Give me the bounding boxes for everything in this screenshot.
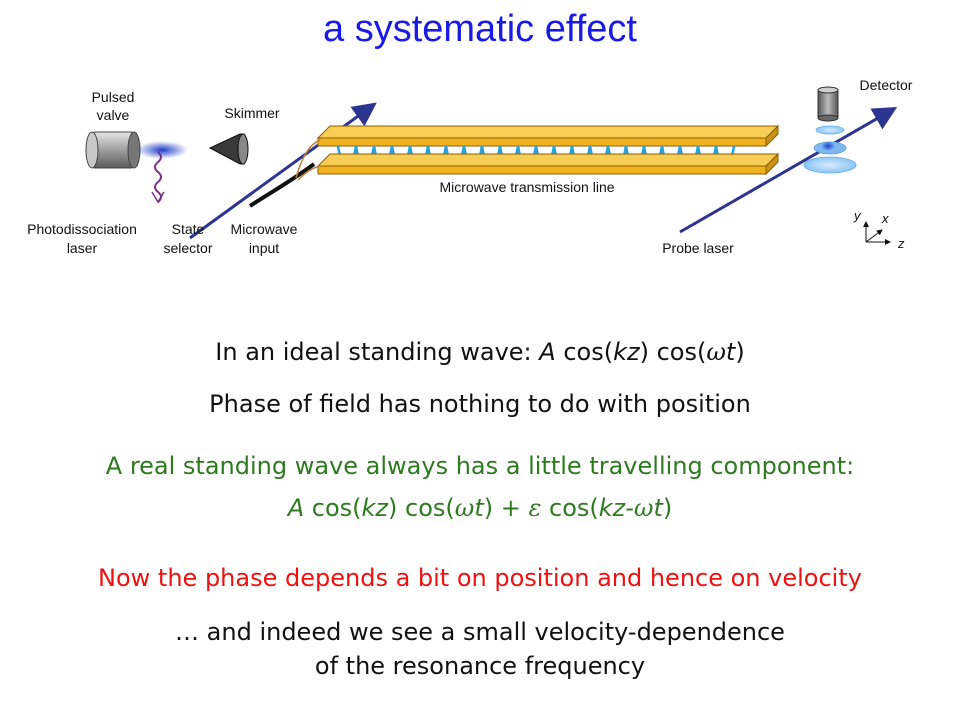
pulsed-valve [85,131,141,169]
label-selector: selector [163,240,212,256]
phase-statement: Phase of field has nothing to do with po… [209,390,751,418]
real-wave-statement: A real standing wave always has a little… [105,452,855,480]
ideal-cos2: ) cos( [639,338,707,366]
real-cos2: ) cos( [388,494,455,522]
slide-title: a systematic effect [323,8,637,50]
ideal-amplitude: A [539,338,556,366]
label-microwave: Microwave [231,221,298,237]
detector [817,86,839,122]
real-t2: t [653,494,663,522]
skimmer [208,133,249,165]
real-t: t [474,494,484,522]
real-amplitude: A [287,494,305,522]
indeed-line-1: … and indeed we see a small velocity-dep… [175,618,785,646]
photodissociation-laser-wave [154,151,162,203]
real-cos3: cos( [541,494,599,522]
microwave-transmission-line [316,124,780,176]
ideal-kz: kz [613,338,640,366]
apparatus-diagram: Pulsed valve Skimmer Detector Microwave … [27,77,913,256]
axis-x-label: x [881,211,889,226]
label-skimmer: Skimmer [224,105,280,121]
label-pulsed: Pulsed [92,89,135,105]
label-state: State [172,221,205,237]
real-omega2: ω [633,494,654,522]
ideal-omega: ω [706,338,726,366]
real-kz: kz [361,494,389,522]
ideal-t: t [725,338,736,366]
axes-indicator: y x z [853,208,905,251]
real-epsilon: ε [528,494,542,522]
ideal-cos1: cos( [555,338,614,366]
ideal-wave-prefix: In an ideal standing wave: [215,338,532,366]
molecular-beam-glow [136,141,188,159]
label-detector: Detector [860,77,913,93]
real-wave-equation: A cos(kz) cos(ωt) + ε cos(kz-ωt) [0,494,960,522]
label-laser: laser [67,240,98,256]
real-kz2: kz [598,494,626,522]
real-minus: - [625,494,634,522]
ion-cloud [803,125,857,174]
real-omega: ω [454,494,475,522]
label-transmission-line: Microwave transmission line [439,179,614,195]
probe-laser [679,107,898,234]
label-valve: valve [97,107,130,123]
indeed-line-2: of the resonance frequency [314,652,646,680]
label-input: input [249,240,279,256]
real-close: ) [662,494,673,522]
label-photodissociation: Photodissociation [27,221,137,237]
real-cos1: cos( [304,494,362,522]
axis-z-label: z [897,236,905,251]
real-plus: ) + [483,494,529,522]
ideal-close: ) [735,338,745,366]
microwave-input-cable [248,162,316,208]
label-probe-laser: Probe laser [662,240,734,256]
phase-depends-statement: Now the phase depends a bit on position … [98,564,862,592]
ideal-wave-line: In an ideal standing wave: A cos(kz) cos… [0,338,960,366]
axis-y-label: y [853,208,862,223]
